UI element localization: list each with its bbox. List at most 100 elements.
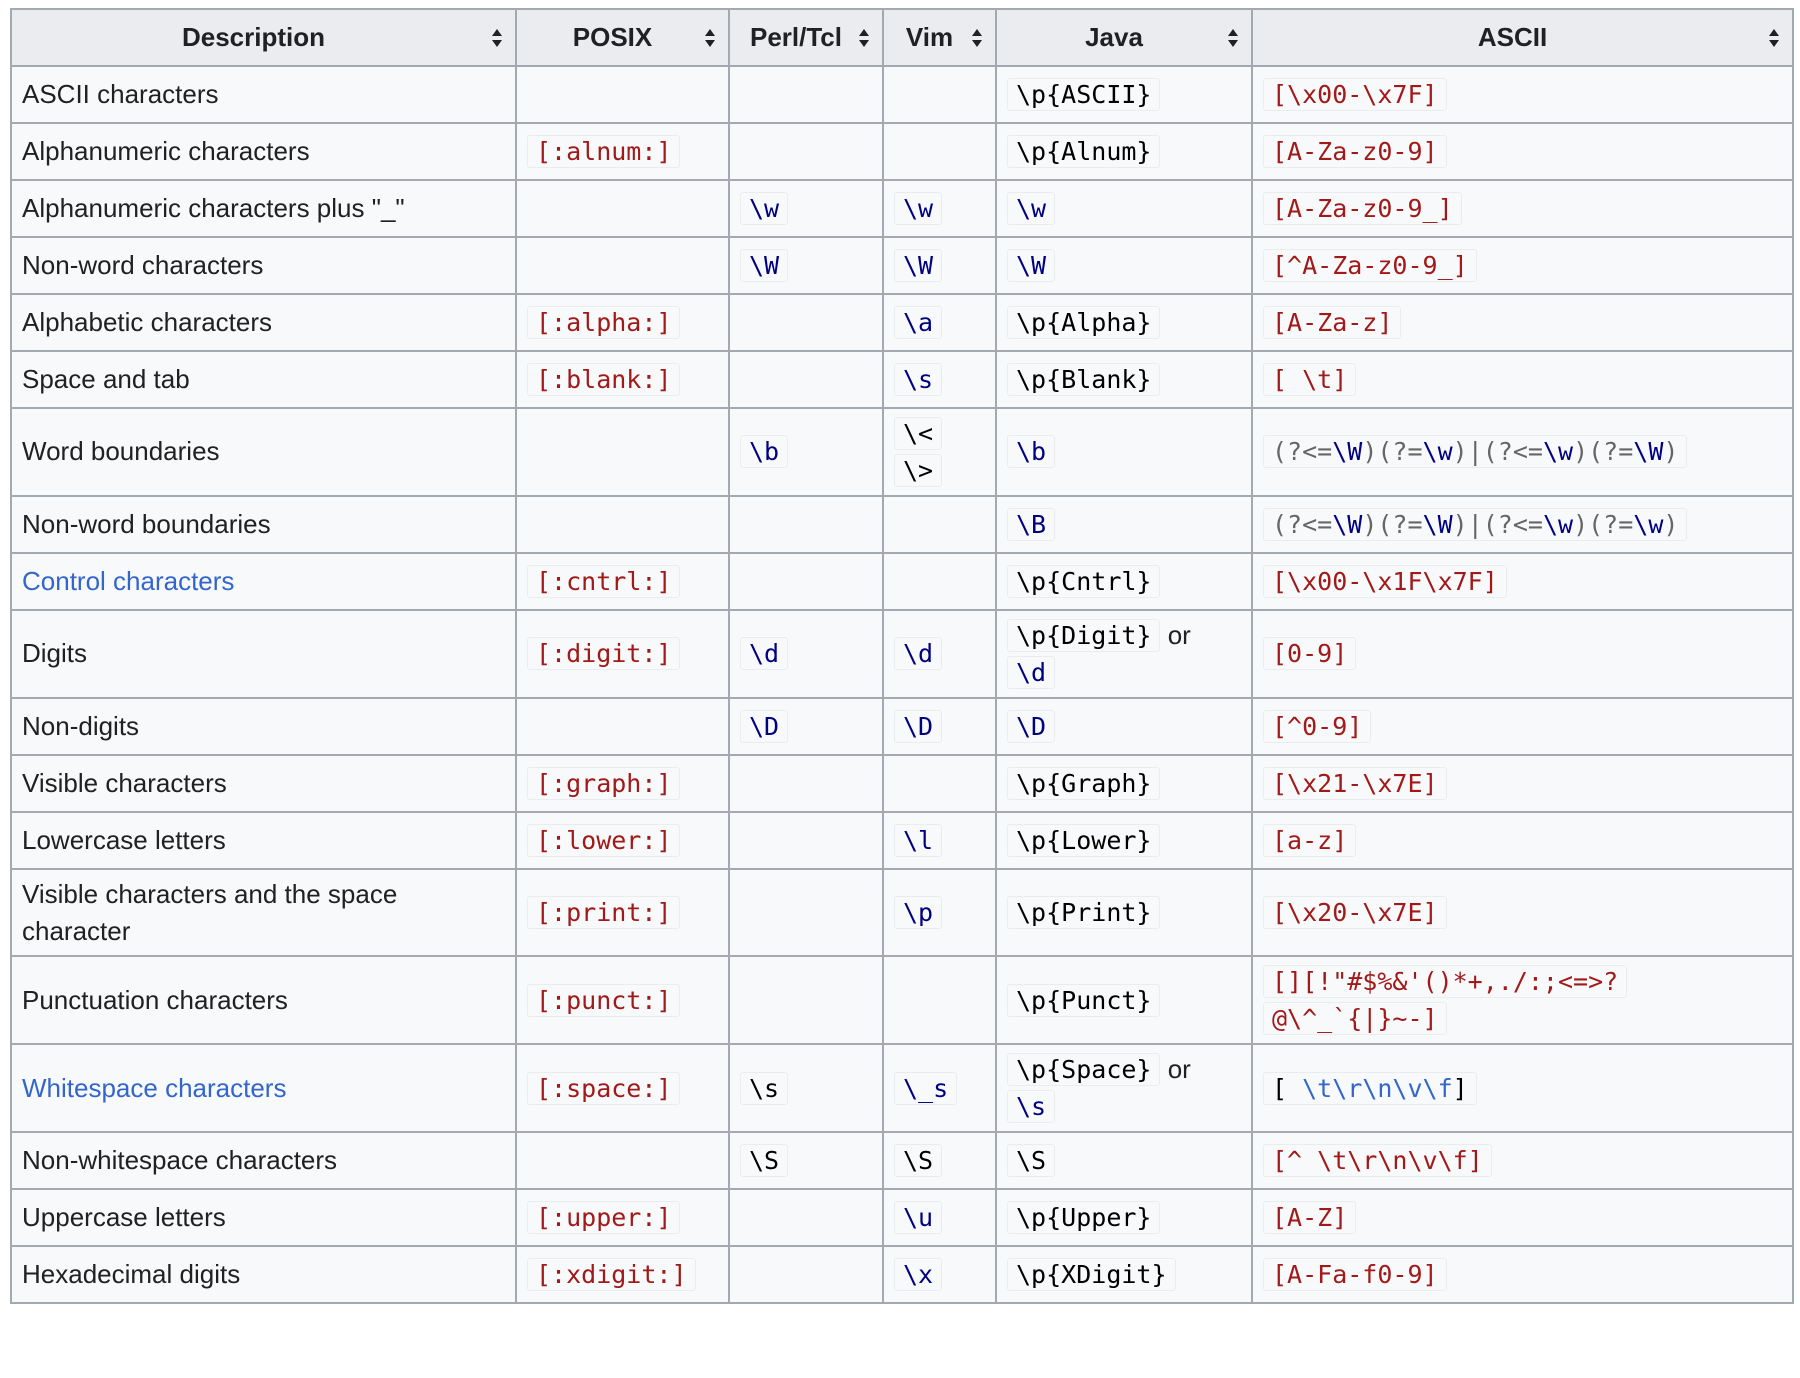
perl-code: \s — [740, 1071, 789, 1105]
ascii-cell: [0-9] — [1251, 608, 1794, 699]
vim-cell: \w — [882, 179, 997, 238]
description-cell: Control characters — [10, 551, 517, 611]
perl-code: \D — [740, 709, 789, 743]
java-code: \p{Punct} — [1007, 983, 1161, 1017]
vim-cell: \a — [882, 293, 997, 352]
posix-code: [:digit:] — [527, 637, 681, 671]
posix-cell: [:space:] — [515, 1043, 730, 1134]
ascii-code: [^A-Za-z0-9_] — [1263, 249, 1477, 283]
posix-code: [:space:] — [527, 1071, 681, 1105]
perl-cell — [728, 65, 884, 124]
table-wrapper: Description POSIX Perl/Tcl Vim Java ASCI… — [10, 8, 1794, 1305]
ascii-code: [\x00-\x1F\x7F] — [1263, 564, 1507, 598]
posix-cell: [:cntrl:] — [515, 551, 730, 611]
vim-cell: \s — [882, 350, 997, 409]
ascii-code: [\x00-\x7F] — [1263, 78, 1447, 112]
ascii-code: [ \t\r\n\v\f] — [1263, 1071, 1477, 1105]
sort-icon[interactable] — [1768, 28, 1780, 48]
column-header-label: Java — [1085, 22, 1143, 52]
code-text: {XDigit} — [1046, 1260, 1167, 1290]
vim-code: \s — [894, 363, 943, 397]
java-cell: \p{Print} — [995, 867, 1253, 958]
java-code: \p{Blank} — [1007, 363, 1161, 397]
sort-icon[interactable] — [858, 28, 870, 48]
posix-cell — [515, 407, 730, 497]
table-row: Visible characters [:graph:] \p{Graph} [… — [10, 753, 1794, 813]
table-row: Non-digits \D \D \D [^0-9] — [10, 696, 1794, 756]
sort-icon[interactable] — [704, 28, 716, 48]
sort-icon[interactable] — [491, 28, 503, 48]
code-escape: \W — [1633, 437, 1664, 467]
code-text: {Punct} — [1046, 985, 1152, 1015]
vim-cell: \W — [882, 236, 997, 295]
java-code: \p{Cntrl} — [1007, 564, 1161, 598]
vim-cell: \d — [882, 608, 997, 699]
column-header-description[interactable]: Description — [10, 8, 517, 67]
header-row: Description POSIX Perl/Tcl Vim Java ASCI… — [10, 8, 1794, 67]
whitespace-characters-link[interactable]: Whitespace characters — [22, 1072, 287, 1103]
table-row: Alphanumeric characters plus "_" \w \w \… — [10, 179, 1794, 238]
table-row: Whitespace characters [:space:] \s \_s \… — [10, 1043, 1794, 1134]
java-cell: \w — [995, 179, 1253, 238]
perl-cell — [728, 1188, 884, 1248]
java-cell: \b — [995, 407, 1253, 497]
ascii-cell: [A-Za-z0-9_] — [1251, 179, 1794, 238]
ascii-code: [\x21-\x7E] — [1263, 766, 1447, 800]
vim-cell: \u — [882, 1188, 997, 1248]
description-cell: Alphabetic characters — [10, 293, 517, 352]
code-text: ) — [1663, 509, 1679, 539]
posix-cell — [515, 1131, 730, 1191]
column-header-java[interactable]: Java — [995, 8, 1253, 67]
posix-code: [:print:] — [527, 896, 681, 930]
perl-cell — [728, 551, 884, 611]
table-row: Non-whitespace characters \S \S \S [^ \t… — [10, 1131, 1794, 1191]
ascii-code: [A-Za-z] — [1263, 306, 1402, 340]
table-row: Visible characters and the space charact… — [10, 867, 1794, 958]
java-cell: \p{Upper} — [995, 1188, 1253, 1248]
code-text: )(?= — [1362, 437, 1423, 467]
column-header-label: Description — [181, 22, 326, 52]
ascii-cell: [^0-9] — [1251, 696, 1794, 756]
java-code: \w — [1007, 192, 1056, 226]
column-header-ascii[interactable]: ASCII — [1251, 8, 1794, 67]
perl-code: \w — [740, 192, 789, 226]
code-escape: \p — [1016, 825, 1047, 855]
vim-code: \x — [894, 1258, 943, 1292]
column-header-label: ASCII — [1477, 22, 1548, 52]
sort-icon[interactable] — [971, 28, 983, 48]
java-code: \p{Alnum} — [1007, 135, 1161, 169]
description-cell: Digits — [10, 608, 517, 699]
description-cell: Punctuation characters — [10, 955, 517, 1046]
vim-code: \S — [894, 1144, 943, 1178]
vim-cell — [882, 494, 997, 554]
ascii-code: [ \t] — [1263, 363, 1357, 397]
code-text: (?<= — [1272, 509, 1333, 539]
perl-cell: \D — [728, 696, 884, 756]
vim-cell — [882, 122, 997, 181]
vim-code: \_s — [894, 1071, 958, 1105]
perl-cell: \W — [728, 236, 884, 295]
description-cell: Non-word boundaries — [10, 494, 517, 554]
control-characters-link[interactable]: Control characters — [22, 565, 235, 596]
ascii-cell: [\x20-\x7E] — [1251, 867, 1794, 958]
code-text: {Lower} — [1046, 825, 1152, 855]
vim-code: \< — [894, 417, 943, 450]
column-header-posix[interactable]: POSIX — [515, 8, 730, 67]
java-code: \S — [1007, 1144, 1056, 1178]
table-row: Hexadecimal digits [:xdigit:] \x \p{XDig… — [10, 1245, 1794, 1305]
code-text: {Digit} — [1046, 620, 1152, 650]
code-escape: \w — [1422, 437, 1453, 467]
vim-code: \W — [894, 249, 943, 283]
code-text: )(?= — [1573, 509, 1634, 539]
code-text: [ — [1272, 1073, 1303, 1103]
ascii-cell: [\x00-\x7F] — [1251, 65, 1794, 124]
ascii-cell: [^A-Za-z0-9_] — [1251, 236, 1794, 295]
column-header-vim[interactable]: Vim — [882, 8, 997, 67]
posix-cell: [:graph:] — [515, 753, 730, 813]
perl-cell: \b — [728, 407, 884, 497]
sort-icon[interactable] — [1227, 28, 1239, 48]
java-code: \B — [1007, 507, 1056, 541]
code-escape: \W — [1332, 509, 1363, 539]
java-cell: \p{Punct} — [995, 955, 1253, 1046]
column-header-perl-tcl[interactable]: Perl/Tcl — [728, 8, 884, 67]
